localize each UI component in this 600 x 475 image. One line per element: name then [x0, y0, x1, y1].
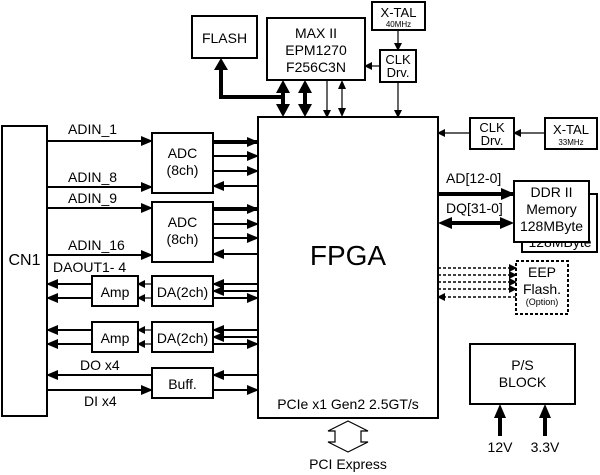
amp2-label: Amp [101, 330, 130, 346]
fpga-label: FPGA [310, 240, 387, 271]
ddr-memory-block: 128MByte DDR II Memory 128MByte [513, 180, 598, 253]
adin16-label: ADIN_16 [68, 237, 125, 253]
max2-label-1: MAX II [295, 25, 337, 41]
cn1-connector: CN1 [1, 125, 48, 417]
da-block-2: DA(2ch) [151, 321, 214, 353]
buff-label: Buff. [168, 376, 197, 392]
flash-bus-arrowhead [214, 58, 228, 70]
amp-block-1: Amp [91, 275, 139, 307]
amp-block-2: Amp [91, 321, 139, 353]
do-label: DO x4 [80, 357, 120, 373]
adc2-label-1: ADC [168, 214, 198, 230]
da-block-1: DA(2ch) [151, 275, 214, 307]
adc2-label-2: (8ch) [167, 231, 199, 247]
3v3-label: 3.3V [531, 439, 560, 455]
max2-label-2: EPM1270 [285, 42, 347, 58]
pci-express-label: PCI Express [309, 456, 387, 472]
di-label: DI x4 [84, 393, 117, 409]
eep-label-2: Flash. [523, 281, 561, 297]
xtal40-label: X-TAL [381, 5, 417, 20]
xtal40-freq: 40MHz [386, 20, 411, 29]
da2-label: DA(2ch) [157, 330, 208, 346]
fpga-pcie-label: PCIe x1 Gen2 2.5GT/s [277, 396, 419, 412]
adc-block-1: ADC (8ch) [151, 132, 214, 194]
daout-label: DAOUT1- 4 [53, 259, 126, 275]
adc-block-2: ADC (8ch) [151, 201, 214, 263]
dq-bus-label: DQ[31-0] [446, 200, 503, 216]
xtal-40mhz-block: X-TAL 40MHz [371, 1, 426, 31]
xtal33-freq: 33MHz [558, 138, 583, 147]
adc1-label-2: (8ch) [167, 162, 199, 178]
adc1-label-1: ADC [168, 145, 198, 161]
clk-top-label-2: Drv. [387, 65, 410, 80]
da1-label: DA(2ch) [157, 284, 208, 300]
clk-right-label-2: Drv. [481, 133, 504, 148]
clk-right-label-1: CLK [479, 120, 505, 135]
ddr-label-2: Memory [526, 201, 577, 217]
ps-label-2: BLOCK [499, 374, 547, 390]
pci-express-arrow [327, 420, 369, 453]
ps-label-1: P/S [511, 357, 534, 373]
power-supply-block: P/S BLOCK [469, 343, 576, 405]
adin9-label: ADIN_9 [68, 190, 117, 206]
flash-bus [219, 62, 283, 99]
eep-label-3: (Option) [526, 297, 559, 307]
flash-block: FLASH [191, 15, 258, 59]
clk-top-label-1: CLK [385, 52, 411, 67]
max2-block: MAX II EPM1270 F256C3N [266, 17, 366, 81]
adin1-label: ADIN_1 [68, 121, 117, 137]
flash-label: FLASH [202, 30, 247, 46]
max2-label-3: F256C3N [286, 59, 346, 75]
clk-driver-right: CLK Drv. [469, 117, 515, 150]
12v-label: 12V [488, 439, 514, 455]
xtal-33mhz-block: X-TAL 33MHz [544, 117, 598, 150]
buffer-block: Buff. [151, 367, 214, 399]
eep-flash-block: EEP Flash. (Option) [515, 260, 569, 315]
xtal33-label: X-TAL [553, 122, 589, 137]
fpga-block: FPGA PCIe x1 Gen2 2.5GT/s [257, 116, 439, 419]
ddr-label-1: DDR II [531, 184, 573, 200]
ddr-label-3: 128MByte [520, 218, 583, 234]
eep-label-1: EEP [528, 264, 556, 280]
clk-driver-top: CLK Drv. [379, 49, 417, 83]
amp1-label: Amp [101, 284, 130, 300]
ad-bus-label: AD[12-0] [446, 170, 501, 186]
adin8-label: ADIN_8 [68, 169, 117, 185]
cn1-label: CN1 [8, 252, 40, 269]
